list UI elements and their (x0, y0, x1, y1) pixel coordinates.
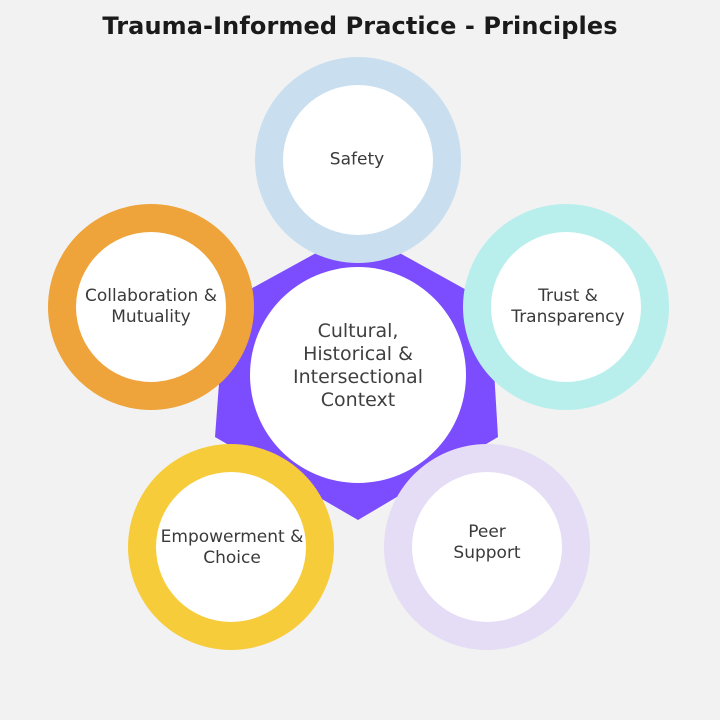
inner-empowerment-choice (156, 472, 306, 622)
principle-label-peer-support: Peer Support (453, 522, 521, 563)
center-circle (250, 267, 466, 483)
principle-label-trust-transparency: Trust & Transparency (511, 286, 625, 327)
principle-label-empowerment-choice: Empowerment & Choice (160, 527, 304, 568)
inner-collaboration-mutuality (76, 232, 226, 382)
principle-label-collaboration-mutuality: Collaboration & Mutuality (85, 286, 217, 327)
center-label: Cultural, Historical & Intersectional Co… (293, 320, 423, 411)
page-title: Trauma-Informed Practice - Principles (102, 12, 618, 40)
inner-trust-transparency (491, 232, 641, 382)
inner-peer-support (412, 472, 562, 622)
inner-safety (283, 85, 433, 235)
principle-label-safety: Safety (329, 149, 385, 170)
